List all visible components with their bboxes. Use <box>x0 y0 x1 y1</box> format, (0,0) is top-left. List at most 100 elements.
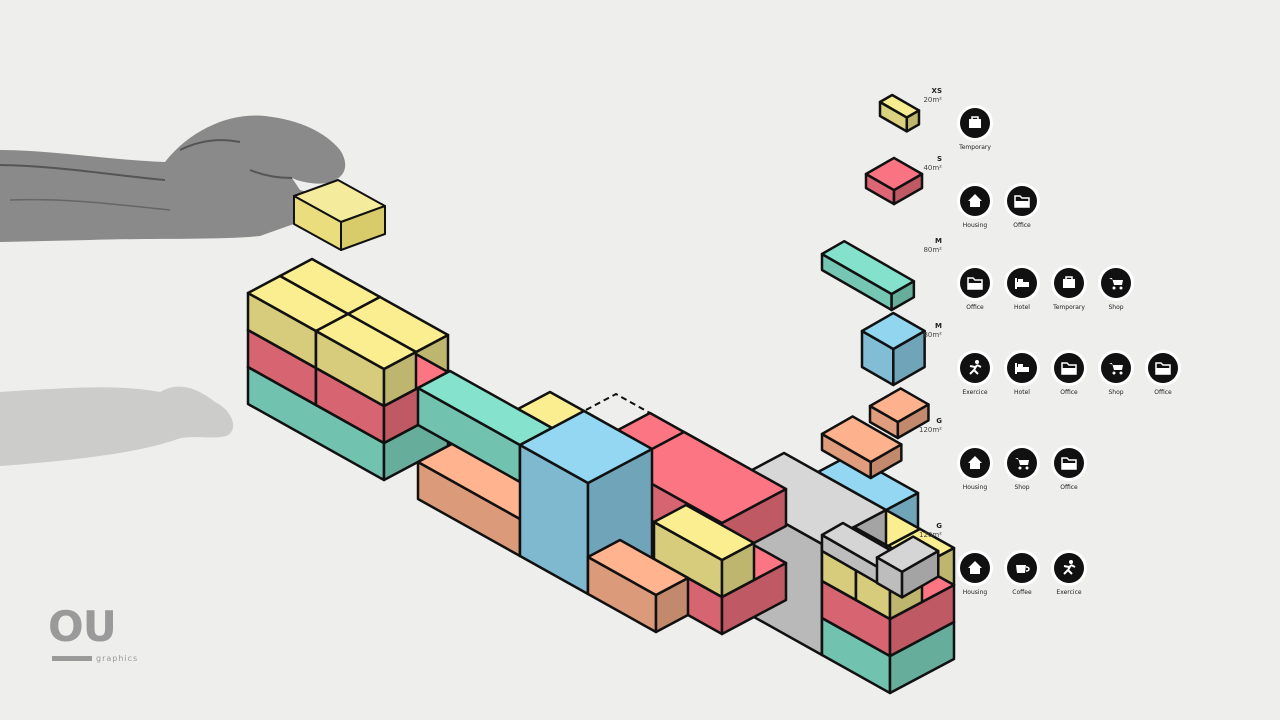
cup-icon <box>1007 553 1037 583</box>
legend-usage-label: Temporary <box>959 144 991 151</box>
legend-usage: Hotel <box>992 268 1052 311</box>
legend-m-bar-top <box>820 239 916 296</box>
legend-usage-label: Office <box>966 304 984 311</box>
legend-usage-label: Coffee <box>1012 589 1032 596</box>
legend-usage-label: Housing <box>962 589 988 596</box>
cart-icon <box>1007 448 1037 478</box>
legend-area: 20m² <box>923 96 942 104</box>
legend-usage: Temporary <box>945 108 1005 151</box>
legend-area: 120m² <box>919 426 942 434</box>
legend-usage-label: Office <box>1013 222 1031 229</box>
cart-icon <box>1101 353 1131 383</box>
legend-usage: Housing <box>945 448 1005 491</box>
legend-xs-top <box>878 93 921 119</box>
legend-area: 40m² <box>923 164 942 172</box>
logo-mark: OU <box>48 602 117 651</box>
legend-size: M <box>935 237 942 245</box>
legend-size: S <box>936 155 942 163</box>
hand-illustration <box>0 115 346 242</box>
legend-usage-label: Hotel <box>1014 389 1030 396</box>
legend-usage-label: Shop <box>1108 389 1124 396</box>
legend-g-step-top-top <box>868 387 930 424</box>
logo: OU graphics <box>48 602 148 668</box>
runner-icon <box>960 353 990 383</box>
legend-shapes <box>820 93 940 599</box>
legend-usage-label: Office <box>1060 484 1078 491</box>
legend-usage: Office <box>1039 448 1099 491</box>
legend-usage: Coffee <box>992 553 1052 596</box>
legend-shape-0 <box>878 93 921 133</box>
logo-bar <box>52 656 92 661</box>
legend-size: XS <box>931 87 942 95</box>
legend-s-top <box>864 156 924 192</box>
building-block-27-top <box>586 538 690 597</box>
folder-icon <box>1054 353 1084 383</box>
bed-icon <box>1007 353 1037 383</box>
building-block-27 <box>586 538 690 634</box>
folder-icon <box>1148 353 1178 383</box>
legend-shape-4 <box>820 387 930 480</box>
house-icon <box>960 553 990 583</box>
legend-area: 120m² <box>919 531 942 539</box>
building-assembly <box>246 257 956 695</box>
hand-shadow <box>0 386 234 466</box>
legend-usage-label: Housing <box>962 222 988 229</box>
legend-usage: Office <box>992 186 1052 229</box>
legend-area: 80m² <box>923 246 942 254</box>
building-block-26-top <box>518 409 654 485</box>
legend-usage-label: Exercice <box>1056 589 1082 596</box>
folder-icon <box>1054 448 1084 478</box>
folder-icon <box>1007 186 1037 216</box>
bed-icon <box>1007 268 1037 298</box>
briefcase-icon <box>1054 268 1084 298</box>
legend-area: 80m² <box>923 331 942 339</box>
legend-usage: Exercice <box>945 353 1005 396</box>
legend-usage-label: Office <box>1060 389 1078 396</box>
legend-usage-label: Temporary <box>1053 304 1085 311</box>
legend-usage: Housing <box>945 553 1005 596</box>
legend-usage-label: Shop <box>1014 484 1030 491</box>
legend-shape-1 <box>864 156 924 206</box>
legend-usage: Temporary <box>1039 268 1099 311</box>
building-block-18-top <box>652 503 756 562</box>
legend-g-step-base-top <box>820 415 903 464</box>
legend-usage-label: Office <box>1154 389 1172 396</box>
building-block-18 <box>652 503 756 599</box>
legend-usage-label: Housing <box>962 484 988 491</box>
legend-usage: Office <box>945 268 1005 311</box>
building-block-16-top <box>618 430 788 525</box>
held-block <box>293 179 386 251</box>
legend-size: G <box>936 522 942 530</box>
legend-usage: Office <box>1133 353 1193 396</box>
legend-usage: Shop <box>992 448 1052 491</box>
legend-usage-label: Hotel <box>1014 304 1030 311</box>
building-block-23 <box>314 312 418 408</box>
folder-icon <box>960 268 990 298</box>
logo-subtitle: graphics <box>96 654 139 663</box>
legend-usage: Housing <box>945 186 1005 229</box>
legend-usage: Shop <box>1086 268 1146 311</box>
runner-icon <box>1054 553 1084 583</box>
house-icon <box>960 186 990 216</box>
legend-usage: Office <box>1039 353 1099 396</box>
legend-usage-label: Shop <box>1108 304 1124 311</box>
legend-size: M <box>935 322 942 330</box>
legend-usage-label: Exercice <box>962 389 988 396</box>
building-block-23-top <box>314 312 418 371</box>
legend-shape-2 <box>820 239 916 312</box>
building-block-26 <box>518 409 654 596</box>
legend-shape-5 <box>820 521 940 599</box>
legend-usage: Hotel <box>992 353 1052 396</box>
cart-icon <box>1101 268 1131 298</box>
legend-usage: Exercice <box>1039 553 1099 596</box>
briefcase-icon <box>960 108 990 138</box>
legend-m-cube-top <box>860 311 926 351</box>
legend-shape-3 <box>860 311 926 387</box>
